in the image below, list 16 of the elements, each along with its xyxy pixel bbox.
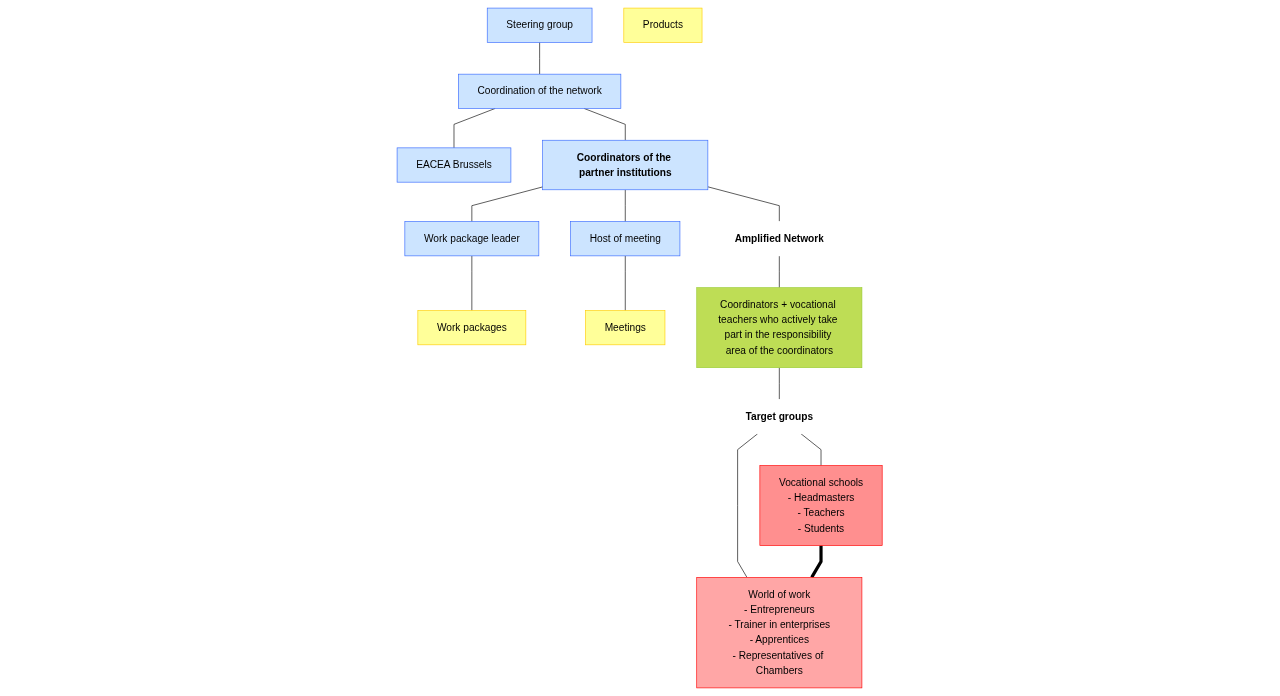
node-box: EACEA Brussels (397, 147, 512, 183)
node-box: Meetings (585, 310, 666, 346)
node-box: Coordinators of the partner institutions (542, 139, 709, 191)
node-box: World of work - Entrepreneurs - Trainer in enterprises - Apprentices - Representatives of Chambers (696, 577, 863, 689)
node-box: Coordination of the network (458, 73, 622, 109)
node-box: Coordinators + vocational teachers who actively take part in the responsibility area of the coordinators (696, 287, 863, 368)
node-box: Vocational schools - Headmasters - Teachers - Students (759, 465, 883, 546)
connector (471, 186, 544, 222)
node-box: Work packages (417, 310, 527, 346)
connector (810, 545, 823, 579)
node-box: Host of meeting (570, 221, 681, 257)
node-text: Target groups (745, 410, 814, 422)
node-box: Products (623, 7, 703, 43)
node-box: Work package leader (404, 221, 540, 257)
node-text: Amplified Network (735, 232, 825, 244)
node-box: Steering group (487, 7, 593, 43)
